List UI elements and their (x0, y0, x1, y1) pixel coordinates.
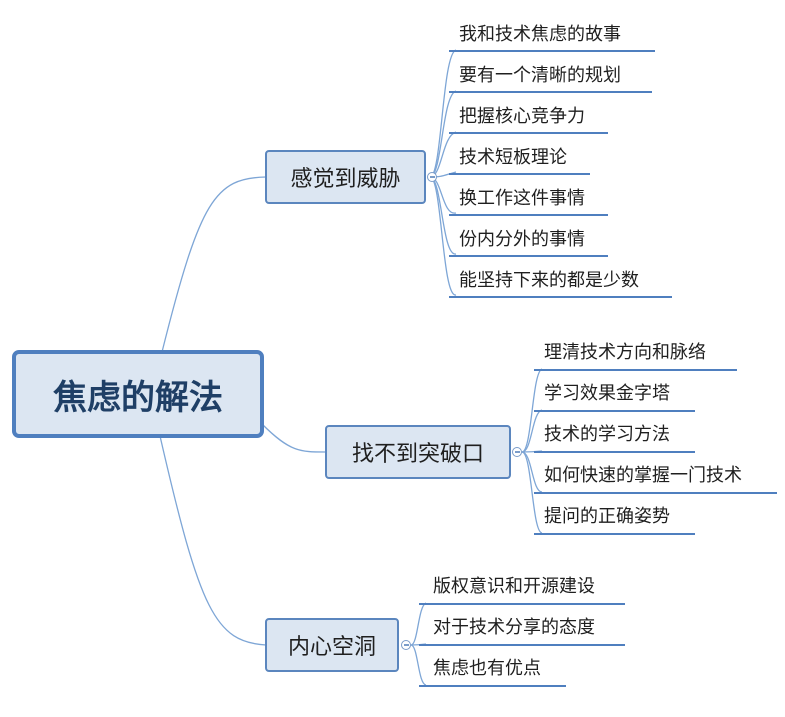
link-root-b2 (261, 423, 327, 453)
branch2-underlines (534, 369, 777, 535)
branch-topic-inner-emptiness[interactable]: 内心空洞 (265, 618, 399, 672)
branch-topic-label: 找不到突破口 (351, 442, 484, 467)
subtopic-item[interactable]: 把握核心竞争力 (459, 106, 585, 127)
subtopic-item[interactable]: 版权意识和开源建设 (433, 576, 595, 597)
subtopic-item[interactable]: 焦虑也有优点 (433, 658, 541, 679)
subtopic-item[interactable]: 份内分外的事情 (459, 229, 585, 250)
subtopic-item[interactable]: 如何快速的掌握一门技术 (544, 465, 742, 486)
branch3-underlines (419, 603, 625, 687)
subtopic-item[interactable]: 能坚持下来的都是少数 (459, 270, 639, 291)
root-topic[interactable]: 焦虑的解法 (12, 350, 264, 438)
link-root-b1 (161, 176, 267, 353)
collapse-toggle-icon[interactable] (427, 172, 437, 182)
subtopic-item[interactable]: 要有一个清晰的规划 (459, 65, 621, 86)
branch-topic-threat[interactable]: 感觉到威胁 (265, 150, 426, 204)
branch1-underlines (449, 50, 672, 298)
branch-topic-label: 感觉到威胁 (290, 167, 401, 192)
subtopic-item[interactable]: 学习效果金字塔 (544, 383, 670, 404)
collapse-toggle-icon[interactable] (401, 640, 411, 650)
subtopic-item[interactable]: 技术的学习方法 (544, 424, 670, 445)
branch-topic-label: 内心空洞 (287, 635, 376, 660)
subtopic-item[interactable]: 理清技术方向和脉络 (544, 342, 706, 363)
branch-topic-no-breakthrough[interactable]: 找不到突破口 (325, 425, 511, 479)
link-root-b3 (159, 435, 267, 646)
collapse-toggle-icon[interactable] (512, 447, 522, 457)
subtopic-item[interactable]: 对于技术分享的态度 (433, 617, 595, 638)
subtopic-item[interactable]: 提问的正确姿势 (544, 506, 670, 527)
subtopic-item[interactable]: 我和技术焦虑的故事 (459, 24, 621, 45)
root-topic-label: 焦虑的解法 (53, 377, 223, 418)
subtopic-item[interactable]: 换工作这件事情 (459, 188, 585, 209)
subtopic-item[interactable]: 技术短板理论 (459, 147, 567, 168)
